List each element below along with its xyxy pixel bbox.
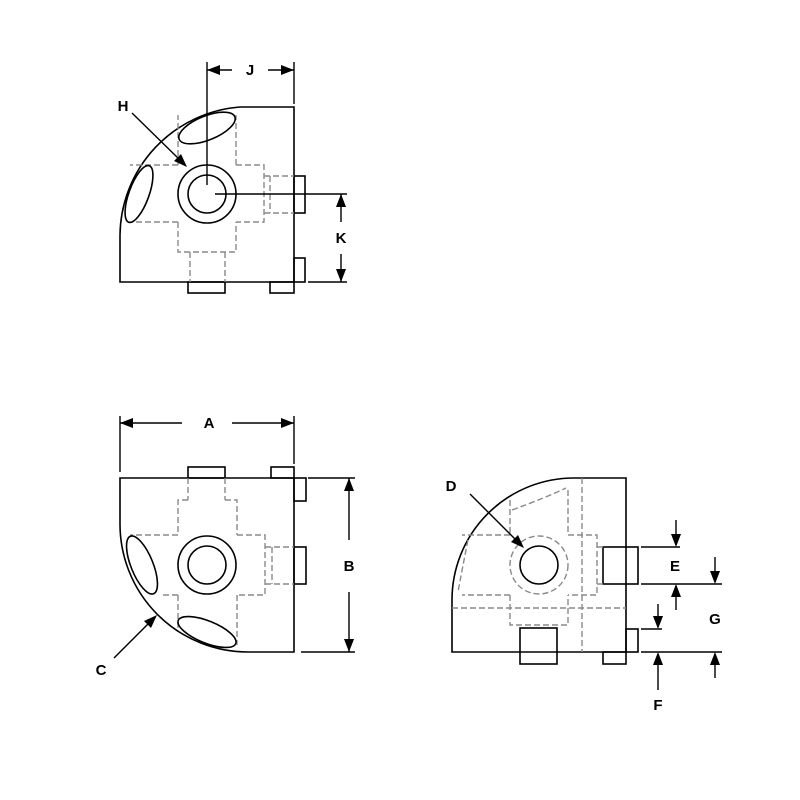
left-socket-opening xyxy=(124,164,154,224)
j-arrow-left xyxy=(207,65,220,75)
right-socket-tab xyxy=(293,546,307,585)
c-leader xyxy=(113,621,151,659)
label-f: F xyxy=(653,697,662,714)
label-j: J xyxy=(246,62,254,79)
k-arrow-top xyxy=(336,194,346,207)
right-socket-tab xyxy=(602,546,639,585)
label-c: C xyxy=(96,662,107,679)
bottom-corner-tab xyxy=(602,651,627,665)
c-arrow xyxy=(144,615,157,628)
label-e: E xyxy=(670,558,680,575)
bore-outer xyxy=(177,535,237,595)
body-outline xyxy=(119,477,295,653)
label-b: B xyxy=(344,558,355,575)
label-h: H xyxy=(118,98,129,115)
hidden-cross-bore xyxy=(130,115,294,282)
a-arrow-left xyxy=(120,418,133,428)
top-socket-opening xyxy=(178,111,236,145)
label-k: K xyxy=(336,230,347,247)
bottom-corner-tab xyxy=(269,281,295,294)
top-corner-tab xyxy=(270,466,295,479)
top-view: J K H xyxy=(118,62,347,294)
top-socket-tab xyxy=(187,466,226,479)
e-arrow-top xyxy=(671,534,681,547)
left-socket-opening xyxy=(125,535,159,595)
bore-inner xyxy=(187,545,227,585)
d-leader xyxy=(469,493,517,541)
h-leader xyxy=(131,112,181,161)
a-arrow-right xyxy=(281,418,294,428)
label-d: D xyxy=(446,478,457,495)
b-arrow-bottom xyxy=(344,639,354,652)
bottom-socket-tab xyxy=(519,627,558,665)
hidden-cross-bore xyxy=(130,478,294,645)
right-corner-tab xyxy=(293,257,306,283)
g-arrow-top xyxy=(710,571,720,584)
body-outline xyxy=(451,477,627,653)
k-arrow-bottom xyxy=(336,269,346,282)
g-arrow-bottom xyxy=(710,652,720,665)
b-arrow-top xyxy=(344,478,354,491)
j-arrow-right xyxy=(281,65,294,75)
label-g: G xyxy=(709,611,721,628)
f-arrow-bottom xyxy=(653,652,663,665)
d-arrow xyxy=(511,535,524,548)
hidden-bore-outer xyxy=(509,535,569,595)
e-arrow-bottom xyxy=(671,584,681,597)
label-a: A xyxy=(204,415,215,432)
right-corner-tab xyxy=(293,477,307,502)
side-view: D E G F xyxy=(446,477,722,714)
h-arrow xyxy=(174,154,187,167)
bottom-socket-opening xyxy=(177,615,237,649)
bottom-socket-tab xyxy=(187,281,226,294)
front-view: A B C xyxy=(96,415,355,679)
hole-d xyxy=(519,545,559,585)
f-arrow-top xyxy=(653,616,663,629)
right-corner-tab xyxy=(625,628,639,653)
hidden-internal-lines xyxy=(452,478,626,652)
